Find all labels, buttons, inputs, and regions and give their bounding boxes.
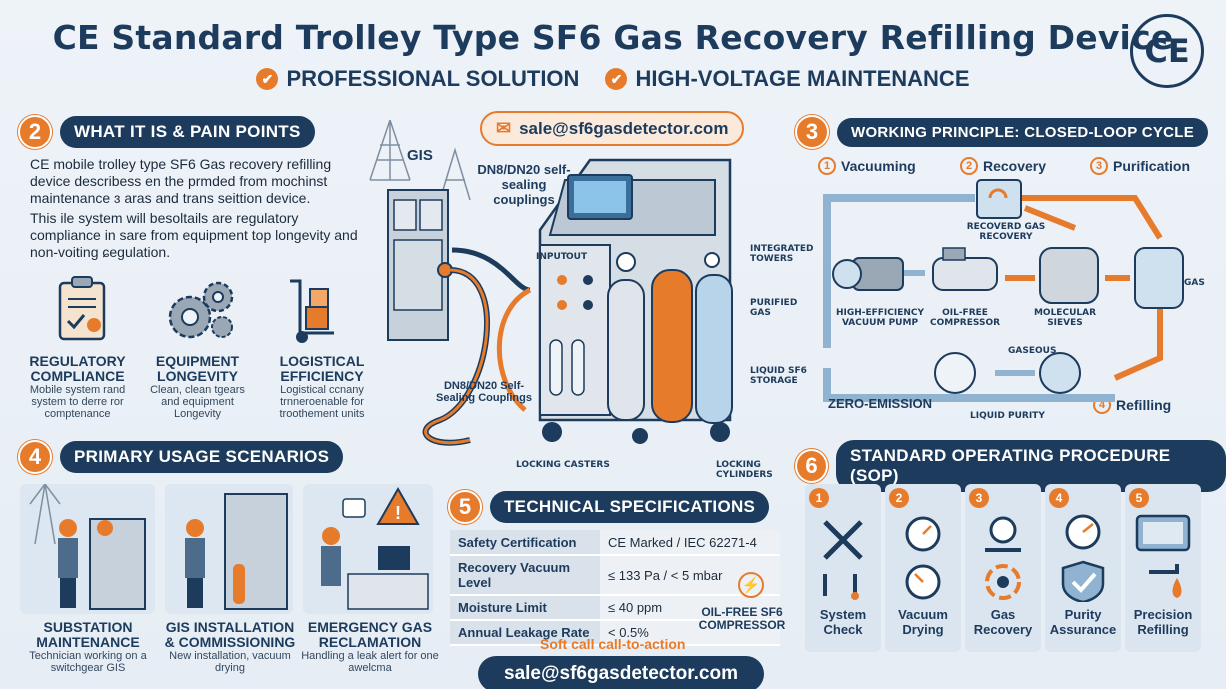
section-title: STANDARD OPERATING PROCEDURE (SOP): [836, 440, 1226, 492]
compressor-label: OIL-FREE COMPRESSOR: [930, 308, 1001, 328]
tablet-valve-icon: [1135, 514, 1191, 598]
hand-truck-icon: [290, 279, 334, 343]
check-icon: ✔: [256, 68, 279, 90]
shield-check-icon: [1061, 514, 1105, 604]
section-5-header: 5 TECHNICAL SPECIFICATIONS: [448, 490, 770, 524]
section-6-header: 6 STANDARD OPERATING PROCEDURE (SOP): [795, 440, 1226, 492]
lightning-icon: ⚡: [738, 572, 764, 598]
liquid-purity-label: LIQUID PURITY: [970, 411, 1045, 421]
cylinders-label: LOCKING CYLINDERS: [716, 460, 773, 480]
section-number: 2: [18, 115, 52, 149]
compressor-callout: OIL-FREE SF6 COMPRESSOR: [698, 605, 786, 632]
envelope-icon: ✉: [496, 118, 512, 138]
section-title: PRIMARY USAGE SCENARIOS: [60, 441, 344, 473]
purified-gas-label: PURIFIED GAS: [750, 298, 798, 318]
technician-illustration: [29, 482, 146, 610]
section-2-header: 2 WHAT IT IS & PAIN POINTS: [18, 115, 315, 149]
section-number: 6: [795, 449, 829, 483]
ce-mark-logo: CE: [1130, 14, 1204, 88]
recycle-gear-icon: [985, 516, 1021, 600]
towers-label: INTEGRATED TOWERS: [750, 244, 814, 264]
svg-text:!: !: [395, 503, 401, 523]
section-3-header: 3 WORKING PRINCIPLE: CLOSED-LOOP CYCLE: [795, 115, 1209, 149]
gears-icon: [168, 281, 234, 339]
pain-card-longevity: EQUIPMENT LONGEVITY Clean, clean tgears …: [150, 353, 245, 421]
sop-card-purity: 4 Purity Assurance: [1045, 484, 1121, 652]
cta-text: Soft call call-to-action: [540, 636, 686, 652]
alert-illustration: !: [321, 486, 429, 610]
tagline-high-voltage: ✔ HIGH-VOLTAGE MAINTENANCE: [605, 66, 970, 92]
coupling-label-bottom: DN8/DN20 Self-Sealing Couplings: [436, 380, 532, 404]
gas-label: GAS: [1184, 278, 1205, 288]
pain-card-regulatory: REGULATORY COMPLIANCE Mobile system rand…: [29, 353, 126, 421]
sop-card-system-check: 1 System Check: [805, 484, 881, 652]
zero-emission-label: ZERO-EMISSION: [828, 396, 933, 411]
section-number: 5: [448, 490, 482, 524]
spec-row: Recovery Vacuum Level≤ 133 Pa / < 5 mbar: [450, 555, 780, 596]
vacuum-pump-label: HIGH-EFFICIENCY VACUUM PUMP: [835, 308, 925, 328]
email-bottom-pill[interactable]: sale@sf6gasdetector.com: [478, 656, 764, 689]
section-4-header: 4 PRIMARY USAGE SCENARIOS: [18, 440, 344, 474]
panel-out-label: OUT: [566, 252, 588, 262]
section-title: WHAT IT IS & PAIN POINTS: [60, 116, 315, 148]
casters-label: LOCKING CASTERS: [516, 460, 610, 470]
scenario-card-substation: SUBSTATION MAINTENANCE Technician workin…: [29, 619, 147, 675]
gis-label: GIS: [407, 147, 433, 164]
section-number: 3: [795, 115, 829, 149]
sop-card-refilling: 5 Precision Refilling: [1125, 484, 1201, 652]
closed-loop-diagram: [823, 179, 1184, 402]
recovery-box-label: RECOVERD GAS RECOVERY: [966, 222, 1046, 242]
section-title: TECHNICAL SPECIFICATIONS: [490, 491, 770, 523]
clipboard-icon: [58, 276, 106, 341]
gauge-icon: [905, 516, 941, 600]
page-title: CE Standard Trolley Type SF6 Gas Recover…: [52, 18, 1174, 57]
section-2-paragraph-1: CE mobile trolley type SF6 Gas recovery …: [30, 156, 332, 206]
scenario-card-emergency: EMERGENCY GAS RECLAMATION Handling a lea…: [301, 619, 439, 675]
tagline-professional: ✔ PROFESSIONAL SOLUTION: [256, 66, 579, 92]
liquid-storage-label: LIQUID SF6 STORAGE: [750, 366, 807, 386]
scenario-card-gis: GIS INSTALLATION & COMMISSIONING New ins…: [164, 619, 296, 675]
scenario-gis-image: [165, 484, 293, 614]
gas-device-illustration: [369, 120, 733, 446]
sop-card-gas-recovery: 3 Gas Recovery: [965, 484, 1041, 652]
section-title: WORKING PRINCIPLE: CLOSED-LOOP CYCLE: [837, 117, 1209, 147]
sop-card-vacuum-drying: 2 Vacuum Drying: [885, 484, 961, 652]
installation-illustration: [185, 493, 288, 610]
section-2-paragraph-2: This ile system will besoltails are regu…: [30, 210, 358, 260]
pain-card-logistics: LOGISTICAL EFFICIENCY Logistical ccnany …: [279, 353, 365, 421]
panel-input-label: INPUT: [536, 252, 567, 262]
gaseous-label: GASEOUS: [1008, 346, 1057, 356]
wrench-icon: [823, 520, 863, 600]
spec-row: Moisture Limit≤ 40 ppm: [450, 595, 780, 621]
sieves-label: MOLECULAR SIEVES: [1033, 308, 1097, 328]
coupling-label-top: DN8/DN20 self-sealing couplings: [477, 162, 571, 207]
scenario-substation-image: [20, 482, 155, 614]
spec-row: Annual Leakage Rate< 0.5%: [450, 620, 780, 646]
tagline-row: ✔ PROFESSIONAL SOLUTION ✔ HIGH-VOLTAGE M…: [0, 66, 1226, 92]
section-number: 4: [18, 440, 52, 474]
scenario-emergency-image: !: [303, 484, 433, 614]
check-icon: ✔: [605, 68, 628, 90]
email-top-pill[interactable]: ✉ sale@sf6gasdetector.com: [480, 111, 745, 146]
